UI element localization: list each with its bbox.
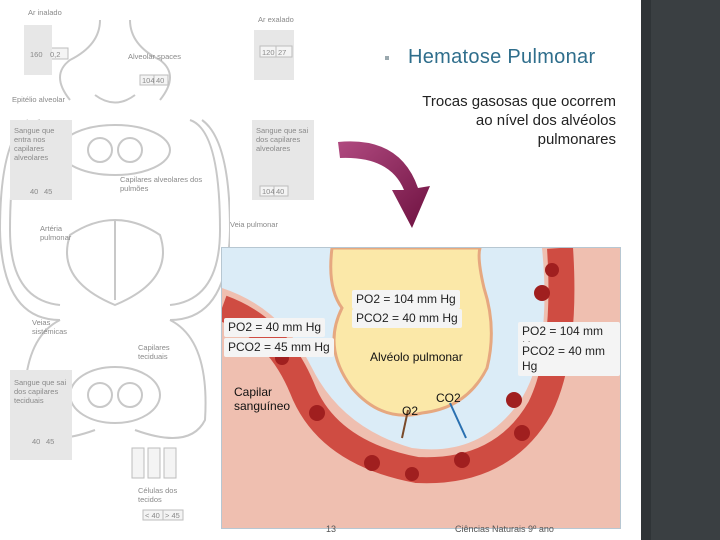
slide-title: Hematose Pulmonar — [408, 46, 596, 68]
label-arteria: Artéria pulmonar — [40, 224, 72, 242]
label-capilares-teciduais: Capilares teciduais — [138, 343, 170, 361]
label-sangue-sai: Sangue que sai dos capilares alveolares — [256, 126, 309, 153]
label-capilares-alveolares: Capilares alveolares dos pulmões — [120, 175, 203, 193]
capilar-label: Capilar sanguíneo — [234, 385, 291, 413]
right-pco2: PCO2 = 40 mm Hg — [518, 342, 620, 376]
slide-description: Trocas gasosas que ocorrem ao nível dos … — [422, 93, 616, 148]
co2-label: CO2 — [436, 391, 461, 405]
alveolo-pco2: PCO2 = 40 mm Hg — [352, 309, 462, 328]
exhaled-pco2: 27 — [278, 48, 287, 57]
tec-pco2: 45 — [46, 437, 55, 446]
exhaled-po2: 120 — [262, 48, 275, 57]
left-pco2: PCO2 = 45 mm Hg — [224, 338, 334, 357]
right-decor-bar-inner — [651, 0, 720, 540]
circulation-diagram: Ar inalado Alveolar spaces Epitélio alve… — [0, 0, 230, 540]
entra-pco2: 45 — [44, 187, 53, 196]
cell-pco2: > 45 — [165, 511, 180, 520]
label-veia: Veia pulmonar — [230, 220, 278, 229]
alveolo-po2: PO2 = 104 mm Hg — [352, 290, 460, 309]
alveolus-illustration: PO2 = 104 mm Hg PCO2 = 40 mm Hg PO2 = 40… — [221, 247, 621, 529]
sai-pco2: 40 — [276, 187, 285, 196]
inhaled-po2: 160 — [30, 50, 43, 59]
title-bullet — [385, 56, 389, 60]
label-sangue-entra: Sangue que entra nos capilares alveolare… — [14, 126, 55, 162]
page-number: 13 — [326, 524, 337, 534]
alveolar-pco2: 40 — [156, 76, 165, 85]
alveolar-po2: 104 — [142, 76, 155, 85]
label-ar-inalado: Ar inalado — [28, 8, 62, 17]
circulation-right-drawing — [252, 30, 314, 200]
alveolo-label: Alvéolo pulmonar — [370, 350, 463, 364]
left-po2: PO2 = 40 mm Hg — [224, 318, 326, 337]
circulation-diagram-right: Ar exalado 120 27 Sangue que sai dos cap… — [230, 0, 386, 240]
cell-po2: < 40 — [145, 511, 160, 520]
label-veias-sistemicas: Veias sistémicas — [32, 318, 68, 336]
label-epitelio: Epitélio alveolar — [12, 95, 65, 104]
curved-arrow — [338, 141, 430, 228]
label-alveolar-spaces: Alveolar spaces — [128, 52, 181, 61]
label-ar-exalado: Ar exalado — [258, 15, 294, 24]
o2-label: O2 — [402, 404, 419, 418]
label-sangue-sai-tec: Sangue que sai dos capilares teciduais — [14, 378, 67, 405]
label-celulas: Células dos tecidos — [138, 486, 178, 504]
inhaled-pco2: 0,2 — [50, 50, 61, 59]
footer-text: Ciências Naturais 9º ano — [455, 524, 554, 534]
tec-po2: 40 — [32, 437, 41, 446]
sai-po2: 104 — [262, 187, 275, 196]
circulation-drawing — [0, 19, 230, 521]
entra-po2: 40 — [30, 187, 39, 196]
